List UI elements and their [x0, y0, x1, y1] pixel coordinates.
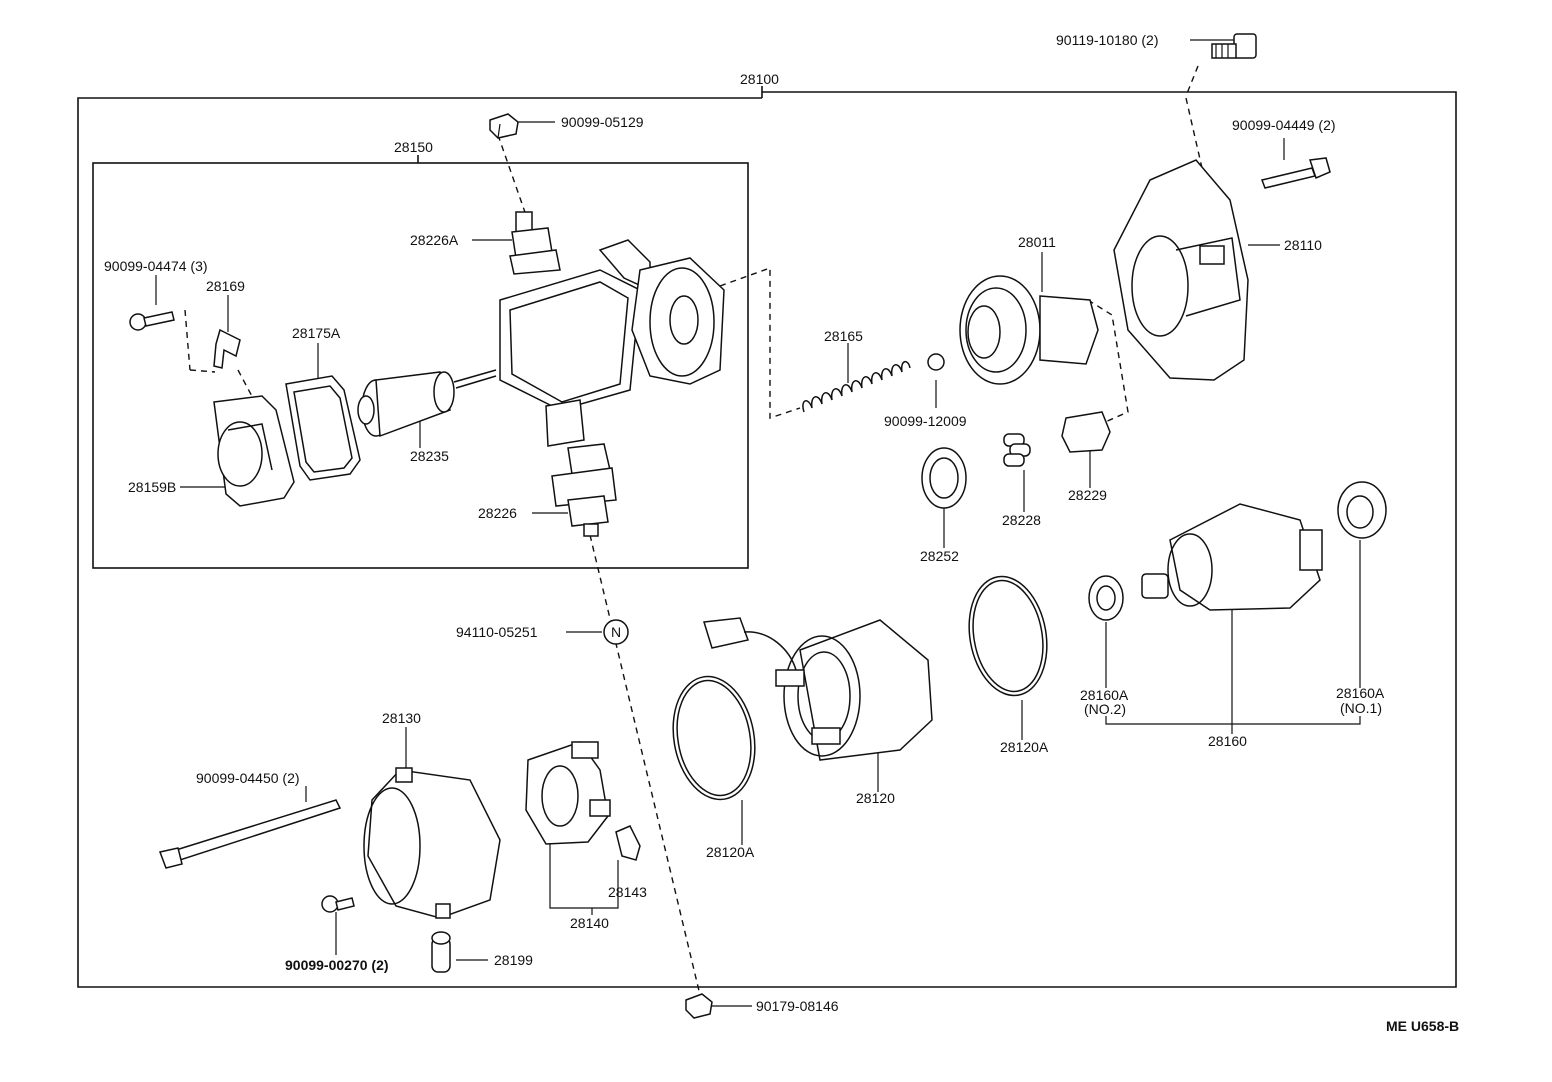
label-28160A-no2-sub: (NO.2): [1084, 701, 1126, 717]
label-28199: 28199: [494, 952, 533, 968]
n-marker-label: N: [611, 624, 621, 640]
label-94110-05251: 94110-05251: [456, 624, 538, 640]
label-28143: 28143: [608, 884, 647, 900]
bolt-90099-04449: [1260, 157, 1331, 189]
label-28235: 28235: [410, 448, 449, 464]
label-90099-04474: 90099-04474 (3): [104, 258, 208, 274]
field-frame-28120: [703, 617, 933, 761]
rollers-28228: [1003, 433, 1031, 467]
label-28228: 28228: [1002, 512, 1041, 528]
cover-28159B: [213, 395, 295, 507]
subassembly-box-28150: [92, 155, 749, 569]
label-28159B: 28159B: [128, 479, 176, 495]
label-90099-12009: 90099-12009: [884, 413, 967, 429]
bearing-28160A-no2: [1088, 575, 1124, 621]
label-28100: 28100: [740, 71, 779, 87]
bolt-90119-10180: [1211, 33, 1257, 59]
label-90179-08146: 90179-08146: [756, 998, 839, 1014]
nut-90099-05129: [489, 113, 519, 139]
part-labels: 90119-10180 (2) 28100 90099-05129 90099-…: [104, 32, 1459, 1034]
label-28175A: 28175A: [292, 325, 341, 341]
nut-marker-94110-05251: N: [603, 619, 629, 645]
assembly-dashed-lines: [184, 65, 1203, 996]
bearing-28160A-no1: [1337, 481, 1387, 539]
label-28160: 28160: [1208, 733, 1247, 749]
label-90099-04449: 90099-04449 (2): [1232, 117, 1336, 133]
bolt-90099-04474: [129, 311, 175, 331]
label-28229: 28229: [1068, 487, 1107, 503]
terminal-28226: [551, 443, 617, 537]
armature-28160: [1141, 503, 1323, 611]
ball-90099-12009: [927, 353, 945, 371]
label-28160A-no1: 28160A: [1336, 685, 1385, 701]
label-28226: 28226: [478, 505, 517, 521]
nut-90179-08146: [685, 993, 713, 1019]
through-bolt-90099-04450: [158, 799, 342, 869]
clip-28169: [213, 328, 241, 369]
label-28140: 28140: [570, 915, 609, 931]
label-28150: 28150: [394, 139, 433, 155]
label-90119-10180: 90119-10180 (2): [1056, 32, 1158, 48]
label-90099-00270: 90099-00270 (2): [285, 957, 389, 973]
spring-28143: [615, 825, 641, 861]
cap-28199: [431, 931, 451, 973]
label-28011: 28011: [1018, 234, 1056, 250]
label-28120A-left: 28120A: [706, 844, 755, 860]
label-90099-05129: 90099-05129: [561, 114, 644, 130]
spring-28165: [802, 360, 911, 413]
label-28169: 28169: [206, 278, 245, 294]
o-ring-28120A-left: [672, 675, 756, 801]
starter-clutch-28011: [959, 275, 1099, 385]
label-28252: 28252: [920, 548, 959, 564]
reference-code: ME U658-B: [1386, 1018, 1459, 1034]
label-28226A: 28226A: [410, 232, 459, 248]
screw-90099-00270: [321, 895, 355, 913]
plunger-28235: [357, 369, 497, 438]
drive-housing-28110: [1113, 159, 1249, 381]
label-28160A-no2: 28160A: [1080, 687, 1129, 703]
leader-lines: [155, 39, 1361, 1007]
end-frame-28130: [363, 767, 501, 919]
label-28165: 28165: [824, 328, 863, 344]
retainer-28229: [1061, 411, 1111, 453]
solenoid-housing: [499, 239, 725, 447]
label-28120A-right: 28120A: [1000, 739, 1049, 755]
label-28110: 28110: [1284, 237, 1322, 253]
label-28120: 28120: [856, 790, 895, 806]
assembly-box-28100: [77, 86, 1457, 988]
gasket-28175A: [285, 375, 361, 481]
terminal-28226A: [509, 211, 561, 275]
label-28130: 28130: [382, 710, 421, 726]
label-28160A-no1-sub: (NO.1): [1340, 700, 1382, 716]
label-90099-04450: 90099-04450 (2): [196, 770, 300, 786]
gear-28252: [921, 447, 967, 509]
o-ring-28120A-right: [968, 575, 1048, 697]
brush-holder-28140: [525, 741, 611, 845]
